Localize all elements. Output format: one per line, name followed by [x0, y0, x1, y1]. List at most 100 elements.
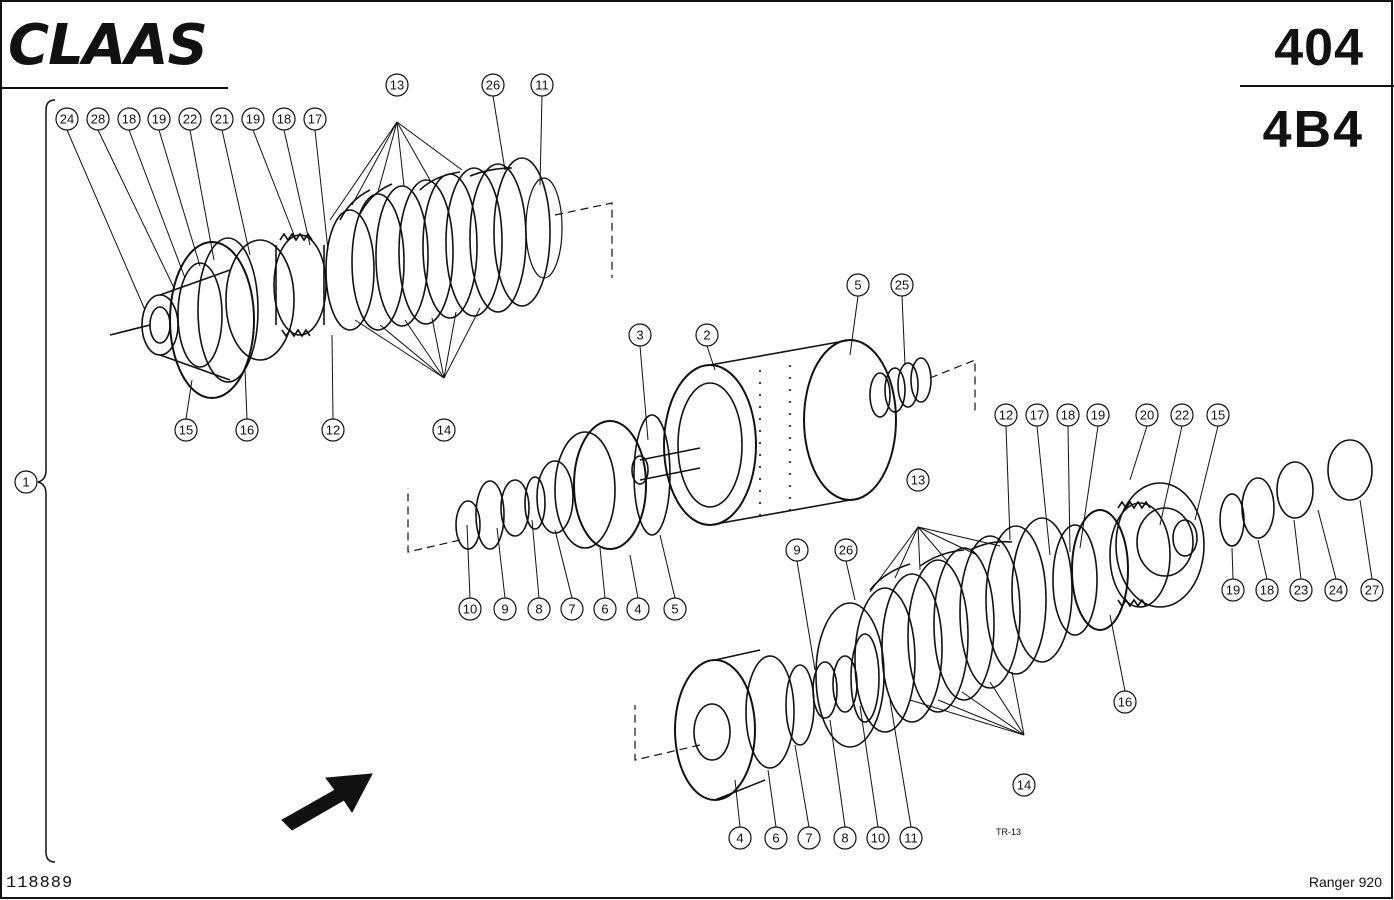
callout-number: 17: [1030, 408, 1044, 423]
callout-circle: [14, 470, 38, 494]
callout-assembly-1: 1: [14, 470, 38, 494]
callout-center-8: 8: [527, 597, 551, 621]
leader-line: [221, 129, 251, 256]
callout-number: 15: [179, 423, 193, 438]
ring-24: [1276, 461, 1314, 519]
callout-number: 6: [772, 831, 779, 846]
callout-right-22: 22: [1170, 403, 1194, 427]
clutch-disc-pack-upper: [325, 157, 563, 331]
callout-right-8: 8: [833, 826, 857, 850]
leader-line: [1067, 425, 1071, 553]
callout-number: 13: [390, 78, 404, 93]
callout-number: 24: [60, 112, 74, 127]
callout-center-5: 5: [663, 597, 687, 621]
leader-line-fan: [937, 699, 1025, 736]
leader-line: [901, 295, 906, 366]
leader-line: [1293, 519, 1302, 580]
leader-line: [889, 699, 912, 828]
callout-number: 2: [703, 328, 710, 343]
callout-upper-left-18: 18: [272, 107, 296, 131]
callout-right-12: 12: [994, 403, 1018, 427]
leader-line: [1159, 425, 1183, 526]
callout-upper-left-15: 15: [174, 418, 198, 442]
callout-right-19: 19: [1086, 403, 1110, 427]
callout-center-10: 10: [458, 597, 482, 621]
callout-upper-left-18: 18: [117, 107, 141, 131]
spring-stack: [869, 357, 932, 418]
callout-upper-left-17: 17: [303, 107, 327, 131]
callout-number: 9: [793, 543, 800, 558]
callout-number: 4: [634, 602, 641, 617]
leader-line: [496, 527, 506, 599]
callout-right-20: 20: [1135, 403, 1159, 427]
section-code: 4B4: [1262, 101, 1364, 159]
leader-line: [1257, 539, 1268, 580]
leader-line: [734, 779, 741, 828]
callout-number: 14: [437, 423, 451, 438]
callout-right-18: 18: [1056, 403, 1080, 427]
leader-line-fan: [917, 526, 1001, 547]
callout-number: 5: [854, 278, 861, 293]
callout-number: 5: [671, 602, 678, 617]
leader-line-fan: [351, 121, 398, 206]
callout-center-4: 4: [626, 597, 650, 621]
callout-upper-left-19: 19: [147, 107, 171, 131]
callout-right-7: 7: [797, 826, 821, 850]
leader-line-fan: [354, 319, 445, 379]
callout-number: 25: [895, 278, 909, 293]
leader-line: [185, 379, 193, 420]
callout-number: 10: [871, 831, 885, 846]
callout-right-27: 27: [1360, 578, 1384, 602]
leader-line: [1317, 509, 1337, 580]
callout-number: 8: [535, 602, 542, 617]
callout-right-26: 26: [834, 538, 858, 562]
callout-right-24: 24: [1324, 578, 1348, 602]
leader-line-fan: [869, 526, 919, 593]
leader-line: [859, 705, 879, 828]
leader-line: [97, 129, 176, 291]
callout-upper-left-26: 26: [481, 73, 505, 97]
leader-line-fan: [329, 121, 398, 221]
leader-line: [659, 534, 676, 599]
callout-right-10: 10: [866, 826, 890, 850]
callout-circle: [432, 418, 456, 442]
svg-text:CLAAS: CLAAS: [8, 18, 207, 70]
callout-right-17: 17: [1025, 403, 1049, 427]
leader-line-fan: [443, 311, 457, 379]
leader-lines: [66, 95, 1373, 828]
callout-number: 10: [463, 602, 477, 617]
callout-center-25: 25: [890, 273, 914, 297]
callout-number: 18: [122, 112, 136, 127]
callout-number: 14: [1017, 778, 1031, 793]
piston-assembly: [455, 414, 671, 550]
callout-number: 8: [841, 831, 848, 846]
leader-line: [1079, 425, 1099, 549]
callout-number: 12: [999, 408, 1013, 423]
leader-line: [314, 129, 329, 251]
callout-right-16: 16: [1113, 690, 1137, 714]
callout-upper-left-22: 22: [178, 107, 202, 131]
leader-line: [639, 345, 649, 441]
callout-number: 1: [22, 475, 29, 490]
leader-line: [158, 129, 201, 267]
callout-right-13: 13: [906, 468, 930, 492]
leader-line: [66, 129, 146, 311]
callout-number: 11: [904, 831, 918, 846]
callout-number: 7: [805, 831, 812, 846]
leader-line-fan: [989, 681, 1025, 736]
leader-line-fan: [396, 121, 431, 181]
assembly-bracket: [37, 99, 56, 863]
callout-center-2: 2: [695, 323, 719, 347]
callout-number: 6: [601, 602, 608, 617]
leader-line-fan: [894, 526, 919, 579]
gear-hub-lower: [1109, 500, 1171, 608]
upper-left-assembly: [109, 157, 613, 399]
leader-line: [1231, 547, 1234, 580]
leader-line-fan: [404, 319, 445, 379]
callout-number: 18: [1061, 408, 1075, 423]
leader-line-fan: [377, 121, 398, 193]
callout-upper-left-28: 28: [86, 107, 110, 131]
leader-line: [849, 295, 859, 356]
